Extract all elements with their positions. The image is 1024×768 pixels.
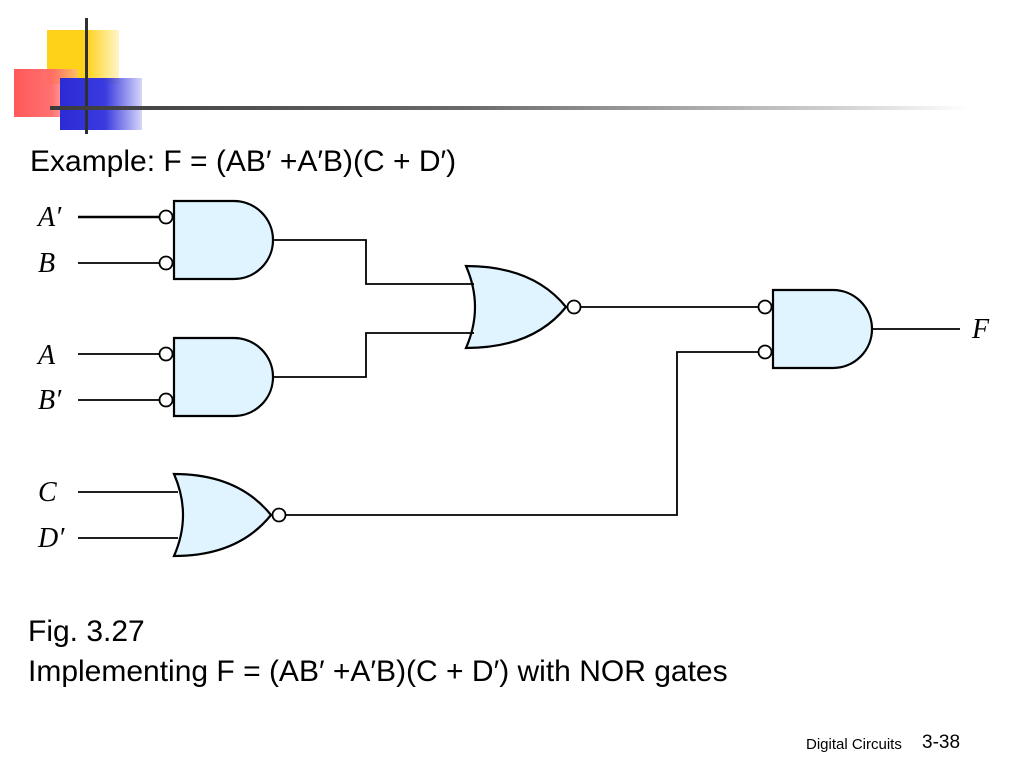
slide-title: Example: F = (AB′ +A′B)(C + D′) bbox=[30, 145, 457, 178]
footer-page-number: 3-38 bbox=[922, 732, 961, 753]
gate-1-input-bubble-2 bbox=[158, 255, 174, 271]
gate-1-input-bubble-1 bbox=[158, 209, 174, 225]
gate-2-input-bubble-2 bbox=[158, 392, 174, 408]
wire-gate1-to-gate4 bbox=[273, 239, 474, 285]
input-label-a: A bbox=[36, 340, 56, 371]
gate-5-input-bubble-1 bbox=[757, 299, 773, 315]
gate-4-output-bubble bbox=[566, 299, 582, 315]
input-label-b-prime: B′ bbox=[38, 385, 62, 416]
wire-gate2-to-gate4 bbox=[273, 332, 474, 378]
figure-caption: Fig. 3.27 Implementing F = (AB′ +A′B)(C … bbox=[28, 612, 728, 692]
input-label-d-prime: D′ bbox=[37, 523, 65, 554]
figure-number: Fig. 3.27 bbox=[28, 615, 145, 648]
decor-vertical-line bbox=[85, 18, 88, 134]
input-label-c: C bbox=[38, 477, 57, 508]
decor-horizontal-line bbox=[50, 106, 970, 110]
input-label-a-prime: A′ bbox=[36, 202, 62, 233]
gate-2-body bbox=[172, 336, 275, 418]
input-label-b: B bbox=[38, 248, 55, 279]
gate-4-body bbox=[464, 264, 568, 350]
gate-2-input-bubble-1 bbox=[158, 346, 174, 362]
gate-5-input-bubble-2 bbox=[757, 344, 773, 360]
output-label-f: F bbox=[971, 314, 990, 345]
gate-3-output-bubble bbox=[271, 507, 287, 523]
gate-3-body bbox=[172, 472, 273, 558]
footer-course-label: Digital Circuits bbox=[806, 736, 902, 753]
figure-description: Implementing F = (AB′ +A′B)(C + D′) with… bbox=[28, 655, 728, 688]
wire-gate3-to-gate5 bbox=[286, 351, 758, 516]
decor-blue-square bbox=[60, 78, 142, 130]
gate-5-body bbox=[771, 288, 874, 370]
gate-1-body bbox=[172, 199, 275, 281]
